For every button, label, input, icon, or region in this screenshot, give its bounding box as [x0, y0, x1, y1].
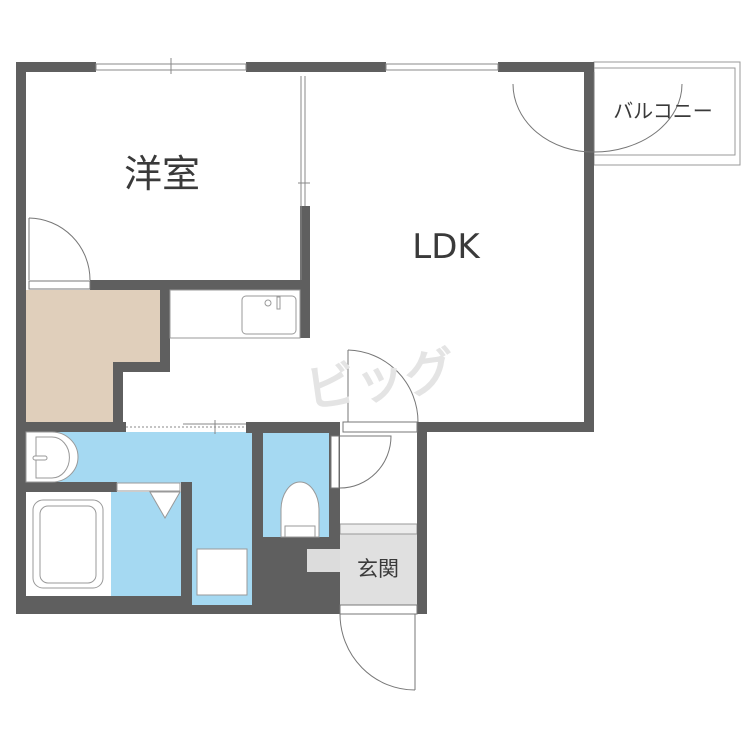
closet — [26, 290, 160, 422]
washer-pan — [196, 548, 248, 596]
sliding-doors — [126, 76, 310, 434]
room-label-western: 洋室 — [124, 152, 200, 196]
entrance-step — [339, 523, 418, 535]
watermark-logo: ビッグ — [302, 341, 459, 419]
room-label-entrance: 玄関 — [357, 557, 399, 581]
room-label-balcony: バルコニー — [613, 99, 713, 123]
swing-doors — [28, 72, 683, 691]
toilet — [280, 481, 320, 538]
room-label-ldk: LDK — [412, 227, 481, 267]
laundry-counter — [116, 482, 181, 520]
entrance-step-block — [307, 549, 340, 572]
kitchen-counter — [169, 289, 301, 339]
bathtub — [26, 492, 110, 596]
washbasin — [25, 431, 79, 483]
windows — [95, 58, 499, 74]
walls — [16, 62, 594, 614]
entrance-floor — [340, 534, 417, 605]
